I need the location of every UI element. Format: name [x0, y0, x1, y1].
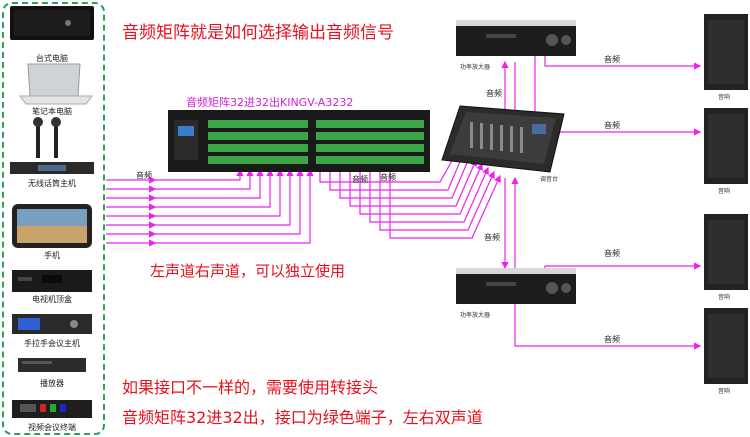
edge-label-mixer-down: 音频 — [484, 233, 500, 242]
source-label-set-top-box: 电视机顶盒 — [32, 295, 72, 304]
mixer-label: 调音台 — [540, 176, 559, 183]
amplifier-top — [456, 20, 576, 56]
speaker-2 — [704, 108, 748, 184]
source-device-illustrations — [10, 6, 94, 418]
edge-label-speaker-2: 音频 — [604, 121, 620, 130]
source-label-wireless-mic: 无线话筒主机 — [28, 179, 76, 188]
source-label-video-terminal: 视频会议终端 — [28, 423, 76, 432]
edge-label-speaker-1: 音频 — [604, 55, 620, 64]
edge-label-input: 音频 — [136, 171, 152, 180]
conference-host-icon — [12, 314, 92, 334]
footer-line-1: 如果接口不一样的，需要使用转接头 — [122, 378, 379, 397]
amplifier-bottom — [456, 268, 576, 304]
channel-note: 左声道右声道，可以独立使用 — [150, 262, 346, 280]
source-label-conference-host: 手拉手会议主机 — [24, 339, 80, 348]
set-top-box-icon — [12, 270, 92, 292]
input-wires — [106, 168, 314, 247]
mixer-console — [441, 105, 565, 173]
headline: 音频矩阵就是如何选择输出音频信号 — [122, 23, 394, 43]
audio-matrix-device — [168, 110, 430, 172]
footer-line-2: 音频矩阵32进32出，接口为绿色端子，左右双声道 — [122, 408, 483, 427]
speaker-4 — [704, 308, 748, 384]
edge-label-matrix-left: 音频 — [352, 175, 368, 184]
speaker-label-4: 音响 — [718, 388, 731, 395]
edge-label-mixer-up: 音频 — [486, 89, 502, 98]
wireless-mic-icon — [10, 117, 94, 174]
edge-label-matrix-right: 音频 — [380, 173, 396, 182]
media-player-icon — [18, 358, 86, 372]
speaker-label-3: 音响 — [718, 294, 731, 301]
laptop-icon — [19, 63, 93, 105]
speaker-label-2: 音响 — [718, 188, 731, 195]
desktop-pc-icon — [10, 6, 94, 40]
amp-label-bottom: 功率放大器 — [460, 312, 491, 319]
speaker-1 — [704, 14, 748, 90]
source-label-player: 播放器 — [40, 379, 64, 388]
source-label-phone: 手机 — [44, 251, 60, 260]
edge-label-speaker-4: 音频 — [604, 335, 620, 344]
edge-label-speaker-3: 音频 — [604, 249, 620, 258]
video-conference-terminal-icon — [12, 400, 92, 418]
matrix-to-mixer-wires — [319, 148, 501, 239]
matrix-title: 音频矩阵32进32出KINGV-A3232 — [186, 96, 354, 109]
tablet-icon — [12, 204, 92, 248]
source-label-laptop: 笔记本电脑 — [32, 107, 72, 116]
source-devices-panel — [2, 2, 105, 435]
speaker-3 — [704, 214, 748, 290]
source-label-desktop: 台式电脑 — [36, 54, 68, 63]
speaker-label-1: 音响 — [718, 94, 731, 101]
mixer-to-amp-wires — [501, 60, 519, 270]
amp-label-top: 功率放大器 — [460, 64, 491, 71]
